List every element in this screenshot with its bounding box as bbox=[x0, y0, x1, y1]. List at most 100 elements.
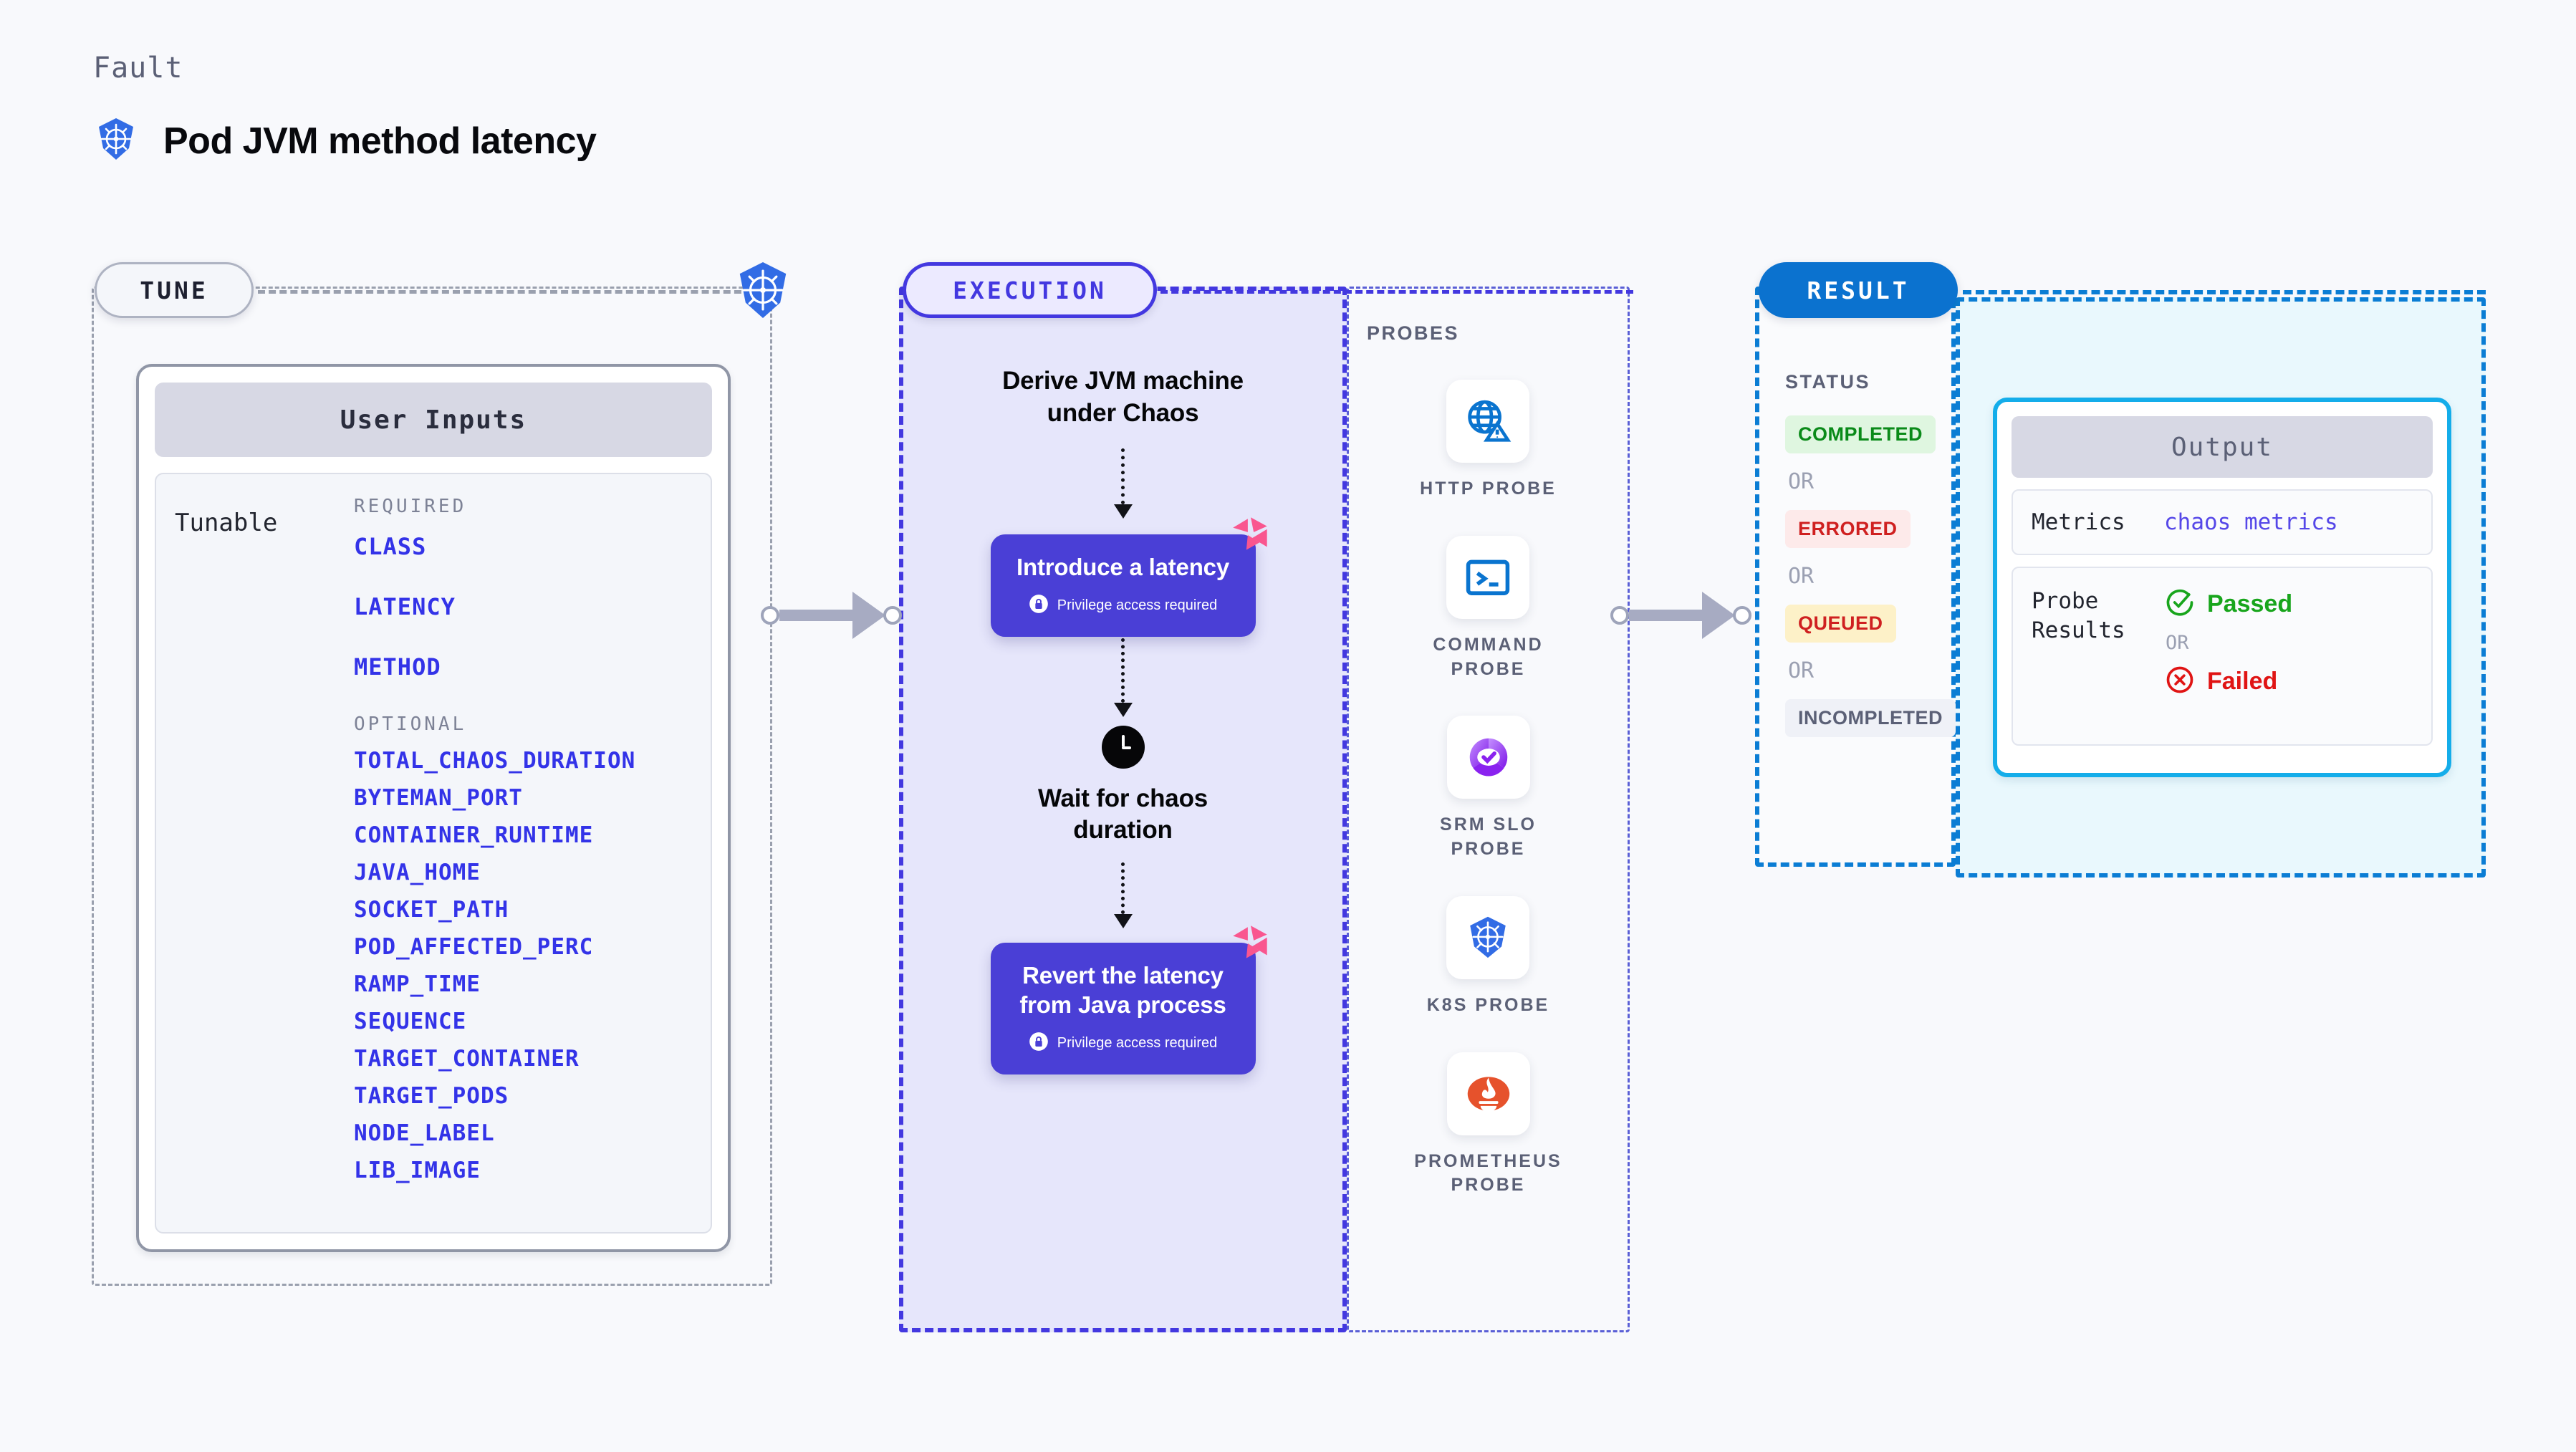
terminal-icon bbox=[1446, 535, 1530, 619]
status-badge-errored: ERRORED bbox=[1785, 510, 1911, 548]
execution-card-subtitle: Privilege access required bbox=[1029, 594, 1217, 618]
status-panel bbox=[1755, 287, 1956, 867]
status-or-3: OR bbox=[1788, 658, 1815, 683]
connector-start-dot bbox=[1610, 606, 1629, 625]
connector-bar bbox=[1629, 610, 1704, 621]
kubernetes-icon bbox=[1446, 895, 1530, 979]
param-java-home[interactable]: JAVA_HOME bbox=[354, 860, 481, 885]
prometheus-icon bbox=[1446, 1052, 1530, 1135]
probe-results-values: Passed OR Failed bbox=[2164, 587, 2292, 729]
flow-arrow-3 bbox=[1113, 862, 1133, 929]
param-socket-path[interactable]: SOCKET_PATH bbox=[354, 897, 509, 923]
param-byteman-port[interactable]: BYTEMAN_PORT bbox=[354, 785, 523, 811]
execution-step-wait: Wait for chaos duration bbox=[1037, 784, 1208, 845]
connector-end-dot bbox=[883, 606, 902, 625]
litmus-icon bbox=[1227, 513, 1274, 560]
param-ramp-time[interactable]: RAMP_TIME bbox=[354, 971, 481, 997]
flow-arrow-line bbox=[1121, 448, 1125, 504]
status-or-2: OR bbox=[1788, 564, 1815, 589]
param-method[interactable]: METHOD bbox=[354, 653, 441, 681]
probe-item-http[interactable]: HTTP PROBE bbox=[1420, 380, 1557, 501]
param-pod-affected-perc[interactable]: POD_AFFECTED_PERC bbox=[354, 934, 594, 960]
section-pill-result[interactable]: RESULT bbox=[1759, 262, 1958, 318]
param-sequence[interactable]: SEQUENCE bbox=[354, 1009, 467, 1034]
execution-card-revert-latency[interactable]: Revert the latency from Java process Pri… bbox=[990, 925, 1267, 1074]
execution-card-subtitle-text: Privilege access required bbox=[1057, 1035, 1218, 1052]
probes-title: PROBES bbox=[1367, 322, 1460, 344]
status-badge-incompleted: INCOMPLETED bbox=[1785, 699, 1956, 737]
probe-label: COMMAND PROBE bbox=[1433, 634, 1544, 679]
execution-step-derive: Derive JVM machine under Chaos bbox=[1002, 367, 1244, 427]
page-header: Pod JVM method latency bbox=[93, 116, 597, 165]
probe-results-key: Probe Results bbox=[2032, 588, 2125, 643]
flow-arrow-tip bbox=[1113, 504, 1133, 519]
flow-arrow-tip bbox=[1113, 702, 1133, 717]
kubernetes-badge-icon bbox=[732, 259, 794, 321]
section-pill-tune[interactable]: TUNE bbox=[95, 262, 254, 318]
param-node-label[interactable]: NODE_LABEL bbox=[354, 1120, 495, 1146]
execution-flow: Derive JVM machine under Chaos Introduce… bbox=[899, 287, 1347, 1332]
page-title: Pod JVM method latency bbox=[163, 120, 597, 162]
param-class[interactable]: CLASS bbox=[354, 533, 427, 560]
probe-item-prometheus[interactable]: PROMETHEUS PROBE bbox=[1414, 1052, 1562, 1198]
status-list: COMPLETED OR ERRORED OR QUEUED OR INCOMP… bbox=[1785, 415, 1956, 737]
status-or-1: OR bbox=[1788, 469, 1815, 494]
probe-label: HTTP PROBE bbox=[1420, 479, 1557, 499]
status-badge-completed: COMPLETED bbox=[1785, 415, 1936, 453]
connector-arrowhead bbox=[1702, 592, 1735, 639]
x-circle-icon bbox=[2164, 664, 2196, 699]
output-row-probe-results: Probe Results Passed OR bbox=[2012, 567, 2433, 746]
connector-probes-to-result bbox=[1610, 592, 1751, 639]
tune-leader-line bbox=[258, 290, 752, 294]
probe-item-k8s[interactable]: K8S PROBE bbox=[1426, 895, 1550, 1018]
flow-arrow-1 bbox=[1113, 448, 1133, 519]
probe-label: K8S PROBE bbox=[1426, 994, 1550, 1015]
globe-warning-icon bbox=[1446, 380, 1530, 463]
user-inputs-title: User Inputs bbox=[155, 383, 712, 457]
result-leader-line bbox=[1963, 290, 2486, 294]
execution-card-introduce-latency[interactable]: Introduce a latency Privilege access req… bbox=[990, 516, 1267, 637]
lock-icon bbox=[1029, 594, 1049, 618]
probes-list: HTTP PROBE COMMAND PROBE bbox=[1347, 380, 1630, 1198]
status-title: STATUS bbox=[1785, 371, 1870, 393]
connector-arrowhead bbox=[852, 592, 885, 639]
metrics-value-link[interactable]: chaos metrics bbox=[2164, 509, 2338, 535]
probe-result-passed: Passed bbox=[2164, 587, 2292, 622]
clock-icon bbox=[1101, 725, 1145, 769]
probe-result-failed: Failed bbox=[2164, 664, 2292, 699]
srm-slo-icon bbox=[1446, 716, 1530, 799]
output-card-title: Output bbox=[2012, 416, 2433, 478]
output-card: Output Metrics chaos metrics Probe Resul… bbox=[1993, 398, 2451, 777]
litmus-icon bbox=[1227, 921, 1274, 968]
param-latency[interactable]: LATENCY bbox=[354, 593, 456, 620]
param-container-runtime[interactable]: CONTAINER_RUNTIME bbox=[354, 822, 594, 848]
param-lib-image[interactable]: LIB_IMAGE bbox=[354, 1158, 481, 1183]
flow-arrow-tip bbox=[1113, 914, 1133, 929]
execution-leader-line bbox=[1160, 290, 1633, 294]
tunable-body: Tunable REQUIRED CLASS LATENCY METHOD OP… bbox=[155, 473, 712, 1234]
probe-label: PROMETHEUS PROBE bbox=[1414, 1150, 1562, 1196]
tunable-params: REQUIRED CLASS LATENCY METHOD OPTIONAL T… bbox=[354, 496, 692, 1211]
probe-label: SRM SLO PROBE bbox=[1440, 814, 1537, 859]
kubernetes-icon bbox=[93, 116, 139, 165]
flow-arrow-2 bbox=[1113, 638, 1133, 717]
section-pill-execution[interactable]: EXECUTION bbox=[903, 262, 1157, 318]
param-target-container[interactable]: TARGET_CONTAINER bbox=[354, 1046, 580, 1072]
user-inputs-card: User Inputs Tunable REQUIRED CLASS LATEN… bbox=[136, 364, 731, 1252]
check-circle-icon bbox=[2164, 587, 2196, 622]
output-row-metrics: Metrics chaos metrics bbox=[2012, 489, 2433, 555]
connector-bar bbox=[779, 610, 855, 621]
connector-end-dot bbox=[1733, 606, 1751, 625]
connector-tune-to-execution bbox=[761, 592, 902, 639]
connector-start-dot bbox=[761, 606, 779, 625]
flow-arrow-line bbox=[1121, 862, 1125, 915]
page-eyebrow: Fault bbox=[93, 52, 183, 85]
probe-item-command[interactable]: COMMAND PROBE bbox=[1433, 535, 1544, 682]
probe-result-or: OR bbox=[2166, 632, 2189, 654]
metrics-key: Metrics bbox=[2032, 509, 2125, 535]
probe-item-srm-slo[interactable]: SRM SLO PROBE bbox=[1440, 716, 1537, 862]
param-total-chaos-duration[interactable]: TOTAL_CHAOS_DURATION bbox=[354, 748, 636, 774]
param-target-pods[interactable]: TARGET_PODS bbox=[354, 1083, 509, 1109]
required-group-title: REQUIRED bbox=[354, 496, 467, 517]
